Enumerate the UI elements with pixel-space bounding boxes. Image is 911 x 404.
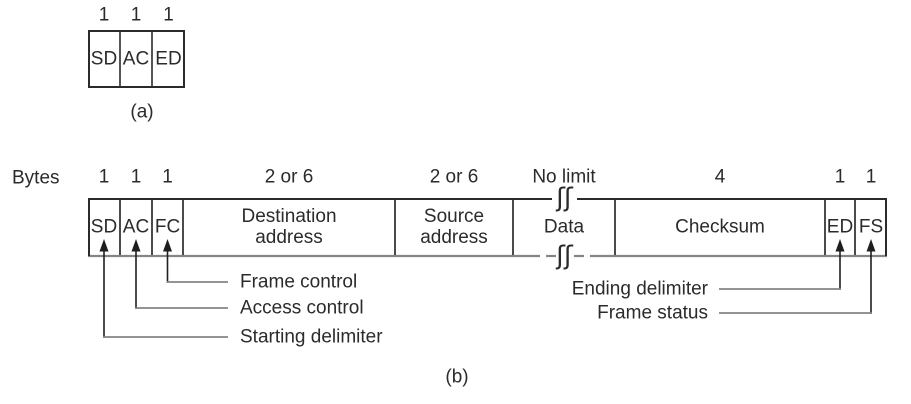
byte-count-ac: 1: [130, 4, 142, 26]
byte-count-destination-address: 2 or 6: [264, 166, 314, 188]
caption-b: (b): [445, 366, 469, 388]
callout-label-frame-status: Frame status: [597, 302, 708, 324]
field-checksum: Checksum: [675, 216, 765, 238]
caption-a: (a): [130, 101, 154, 123]
up-arrow-icon: [99, 239, 109, 252]
callout-label-frame-control: Frame control: [240, 271, 358, 293]
bytes-heading: Bytes: [12, 167, 60, 189]
field-ed: ED: [826, 216, 854, 238]
field-data: Data: [543, 216, 585, 238]
callout-label-ending-delimiter: Ending delimiter: [571, 278, 708, 300]
callout-label-access-control: Access control: [240, 297, 364, 319]
field-fs: FS: [858, 216, 884, 238]
byte-count-source-address: 2 or 6: [429, 166, 479, 188]
field-fc: FC: [154, 216, 181, 238]
up-arrow-icon: [163, 239, 172, 252]
up-arrow-icon: [866, 239, 876, 252]
byte-count-checksum: 4: [714, 166, 726, 188]
byte-count-fc: 1: [162, 166, 173, 188]
byte-count-ac: 1: [130, 166, 142, 188]
break-mark-icon: ʃʃ: [555, 183, 574, 213]
callout-label-starting-delimiter: Starting delimiter: [240, 326, 383, 348]
field-sd: SD: [90, 48, 118, 70]
up-arrow-icon: [835, 239, 845, 252]
byte-count-fs: 1: [865, 166, 877, 188]
field-ed: ED: [155, 48, 182, 70]
byte-count-sd: 1: [98, 166, 110, 188]
field-destination-address: Destination address: [241, 206, 337, 248]
byte-count-data: No limit: [532, 166, 596, 188]
byte-count-ed: 1: [163, 4, 174, 26]
byte-count-sd: 1: [98, 4, 110, 26]
break-mark-icon: ʃʃ: [555, 241, 574, 271]
field-source-address: Source address: [420, 206, 488, 248]
field-sd: SD: [90, 216, 118, 238]
field-ac: AC: [122, 216, 150, 238]
up-arrow-icon: [131, 239, 141, 252]
byte-count-ed: 1: [834, 166, 846, 188]
field-ac: AC: [122, 48, 150, 70]
